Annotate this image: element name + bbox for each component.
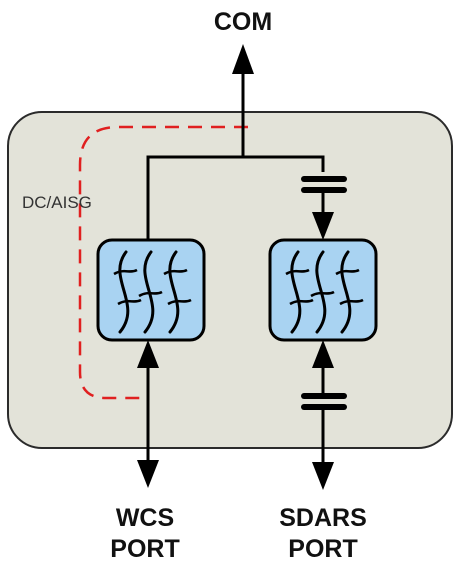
sdars-filter-icon — [268, 238, 378, 342]
sdars-port-label-line1: SDARS — [279, 504, 367, 532]
sdars-down-arrow-icon — [312, 462, 334, 490]
wcs-port-connector — [137, 340, 159, 488]
wcs-port-label-line2: PORT — [110, 535, 179, 563]
com-label: COM — [214, 8, 272, 36]
sdars-port-label-line2: PORT — [288, 535, 357, 563]
dc-aisg-label: DC/AISG — [22, 193, 92, 212]
diplexer-housing — [7, 111, 453, 449]
top-bus-line — [146, 155, 325, 240]
dc-aisg-path — [78, 125, 248, 400]
com-arrow-icon — [232, 44, 254, 74]
wcs-port-label-line1: WCS — [116, 504, 174, 532]
capacitor-bottom-icon — [301, 393, 347, 410]
sdars-up-arrow-icon — [312, 340, 334, 368]
sdars-port-connector — [301, 340, 347, 490]
wcs-down-arrow-icon — [137, 460, 159, 488]
wcs-up-arrow-icon — [137, 340, 159, 368]
wcs-filter-icon — [96, 238, 206, 342]
capacitor-top-icon — [301, 176, 347, 240]
